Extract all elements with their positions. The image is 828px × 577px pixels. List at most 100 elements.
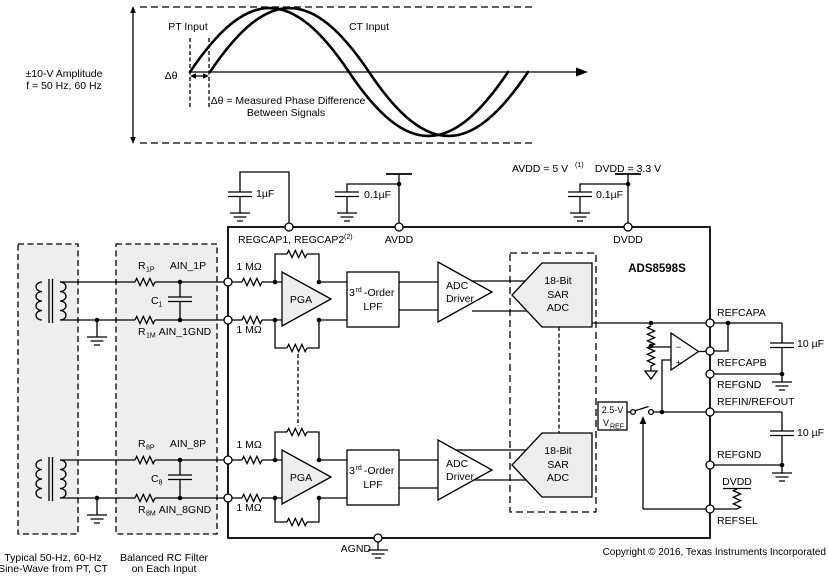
refgnd-ground-icon xyxy=(771,464,793,482)
regcap-ground-icon xyxy=(229,204,251,222)
vref-label-line1: 2.5-V xyxy=(602,405,624,415)
junction-dot xyxy=(272,495,278,501)
channel1-wires xyxy=(232,253,527,349)
junction-dot xyxy=(94,495,100,501)
amplitude-label: ±10-V Amplitude xyxy=(26,68,103,80)
phase-note-line2: Between Signals xyxy=(247,107,325,119)
r8m-label: R xyxy=(138,504,146,516)
pin-ain-1p xyxy=(223,277,233,287)
pin-agnd xyxy=(373,533,383,543)
ain-8p-label: AIN_8P xyxy=(170,438,206,450)
delta-theta-label: Δθ xyxy=(165,70,178,82)
phase-marker-dashed-lines xyxy=(189,38,210,108)
refgnd-pin-label: REFGND xyxy=(717,449,762,461)
r1m-subscript: 1M xyxy=(146,333,156,340)
junction-dot xyxy=(648,320,654,326)
agnd-ground-icon xyxy=(367,541,389,559)
adc-driver-label-line2: Driver xyxy=(446,293,475,305)
input-resistor-value: 1 MΩ xyxy=(236,502,262,514)
junction-dot xyxy=(272,279,278,285)
pt-input-label: PT Input xyxy=(168,21,208,33)
dvdd-rail-label: DVDD = 3.3 V xyxy=(595,163,661,175)
copyright-text: Copyright © 2016, Texas Instruments Inco… xyxy=(603,547,826,558)
refsel-pullup-resistor xyxy=(732,488,742,510)
junction-dot xyxy=(177,317,183,323)
dvdd-capacitor xyxy=(567,191,593,198)
pin-refgnd-a xyxy=(705,369,715,379)
ct-input-label: CT Input xyxy=(349,21,389,33)
junction-dot xyxy=(659,409,665,415)
adc-dashed-box xyxy=(509,252,597,513)
input-resistor-value: 1 MΩ xyxy=(236,261,262,273)
junction-dot xyxy=(177,495,183,501)
junction-dot xyxy=(625,181,631,187)
c8-subscript: 8 xyxy=(159,480,163,487)
transformer8-core xyxy=(48,457,54,501)
lpf-label-rest: -Order xyxy=(364,287,395,299)
regcap-cap-wires xyxy=(239,171,290,223)
lpf-box xyxy=(346,449,400,506)
transformer1-secondary-coil xyxy=(59,281,67,321)
avdd-capacitor xyxy=(334,191,360,198)
input-resistor-value: 1 MΩ xyxy=(236,439,262,451)
pin-refsel xyxy=(705,504,715,514)
channel-8: PGA 1 MΩ 1 MΩ 3 rd -Order LPF ADC Driver xyxy=(232,354,526,527)
sar-adc-group: 18-Bit SAR ADC 18-Bit SAR ADC xyxy=(509,252,597,513)
refcap-capacitor xyxy=(769,342,795,349)
lpf-label-line2: LPF xyxy=(363,479,382,491)
junction-dot xyxy=(316,317,322,323)
lpf-box xyxy=(346,271,400,328)
sar-adc-label-line2: SAR xyxy=(547,459,569,471)
pin-avdd xyxy=(394,222,404,232)
analog-frontend: R 1P AIN_1P C 1 R 1M AIN_1GND R 8P AIN_8… xyxy=(0,243,224,575)
frequency-label: f = 50 Hz, 60 Hz xyxy=(26,80,102,92)
refsel-switch-pole xyxy=(629,408,637,416)
avdd-cap-ground-icon xyxy=(336,204,358,222)
adc-driver-triangle xyxy=(437,260,494,324)
regcap-pin-label: REGCAP1, REGCAP2 xyxy=(238,234,344,246)
ain-8gnd-label: AIN_8GND xyxy=(159,504,212,516)
supply-decoupling: 1µF AVDD = 5 V (1) 0.1µF DVDD = 3.3 V 0.… xyxy=(227,162,661,223)
lpf-label-digit: 3 xyxy=(349,287,355,299)
junction-dot xyxy=(316,279,322,285)
ct-input-waveform xyxy=(208,6,530,138)
refsel-switch-throw xyxy=(647,408,655,416)
buffer-minus-input: − xyxy=(676,342,681,352)
regcap-capacitor xyxy=(227,191,253,198)
junction-dot xyxy=(725,320,731,326)
avdd-rail-label: AVDD = 5 V xyxy=(512,163,568,175)
pin-ain-8gnd xyxy=(223,493,233,503)
c8-label: C xyxy=(151,473,159,485)
dvdd-pin-label: DVDD xyxy=(613,234,643,246)
sar-adc-label-line3: ADC xyxy=(547,302,570,314)
lpf-label-rest: -Order xyxy=(364,465,395,477)
rc-caption-line2: on Each Input xyxy=(132,563,197,575)
reference-buffer-triangle xyxy=(670,331,700,372)
buffer-plus-input: + xyxy=(676,358,681,368)
junction-dot xyxy=(177,279,183,285)
amplitude-arrowhead-up-icon xyxy=(130,6,136,13)
pga-label: PGA xyxy=(290,294,312,306)
refsel-switch-arm xyxy=(635,405,649,412)
pin-refgnd-b xyxy=(705,460,715,470)
phase-arrowhead-right-icon xyxy=(203,73,209,79)
pin-refcapb xyxy=(705,346,715,356)
pga-label: PGA xyxy=(290,472,312,484)
sar-adc-label-line1: 18-Bit xyxy=(544,275,572,287)
sar-adc-label-line3: ADC xyxy=(547,472,570,484)
amplitude-arrowhead-down-icon xyxy=(130,137,136,144)
refgnd-pin-label: REFGND xyxy=(717,379,762,391)
adc-driver-triangle xyxy=(437,438,494,502)
refgnd-ground-icon xyxy=(771,373,793,391)
refsel-pin-label: REFSEL xyxy=(717,515,758,527)
refcapb-pin-label: REFCAPB xyxy=(717,357,767,369)
lpf-label-sup: rd xyxy=(356,287,362,294)
r8p-subscript: 8P xyxy=(146,445,155,452)
refcap-cap-value: 10 µF xyxy=(797,338,824,350)
junction-dot xyxy=(272,457,278,463)
dvdd-cap-ground-icon xyxy=(569,204,591,222)
ain-1p-label: AIN_1P xyxy=(170,260,206,272)
transformer1-core xyxy=(48,279,54,323)
agnd-pin-label: AGND xyxy=(341,543,372,555)
refsel-control-arrowhead-icon xyxy=(639,416,647,424)
